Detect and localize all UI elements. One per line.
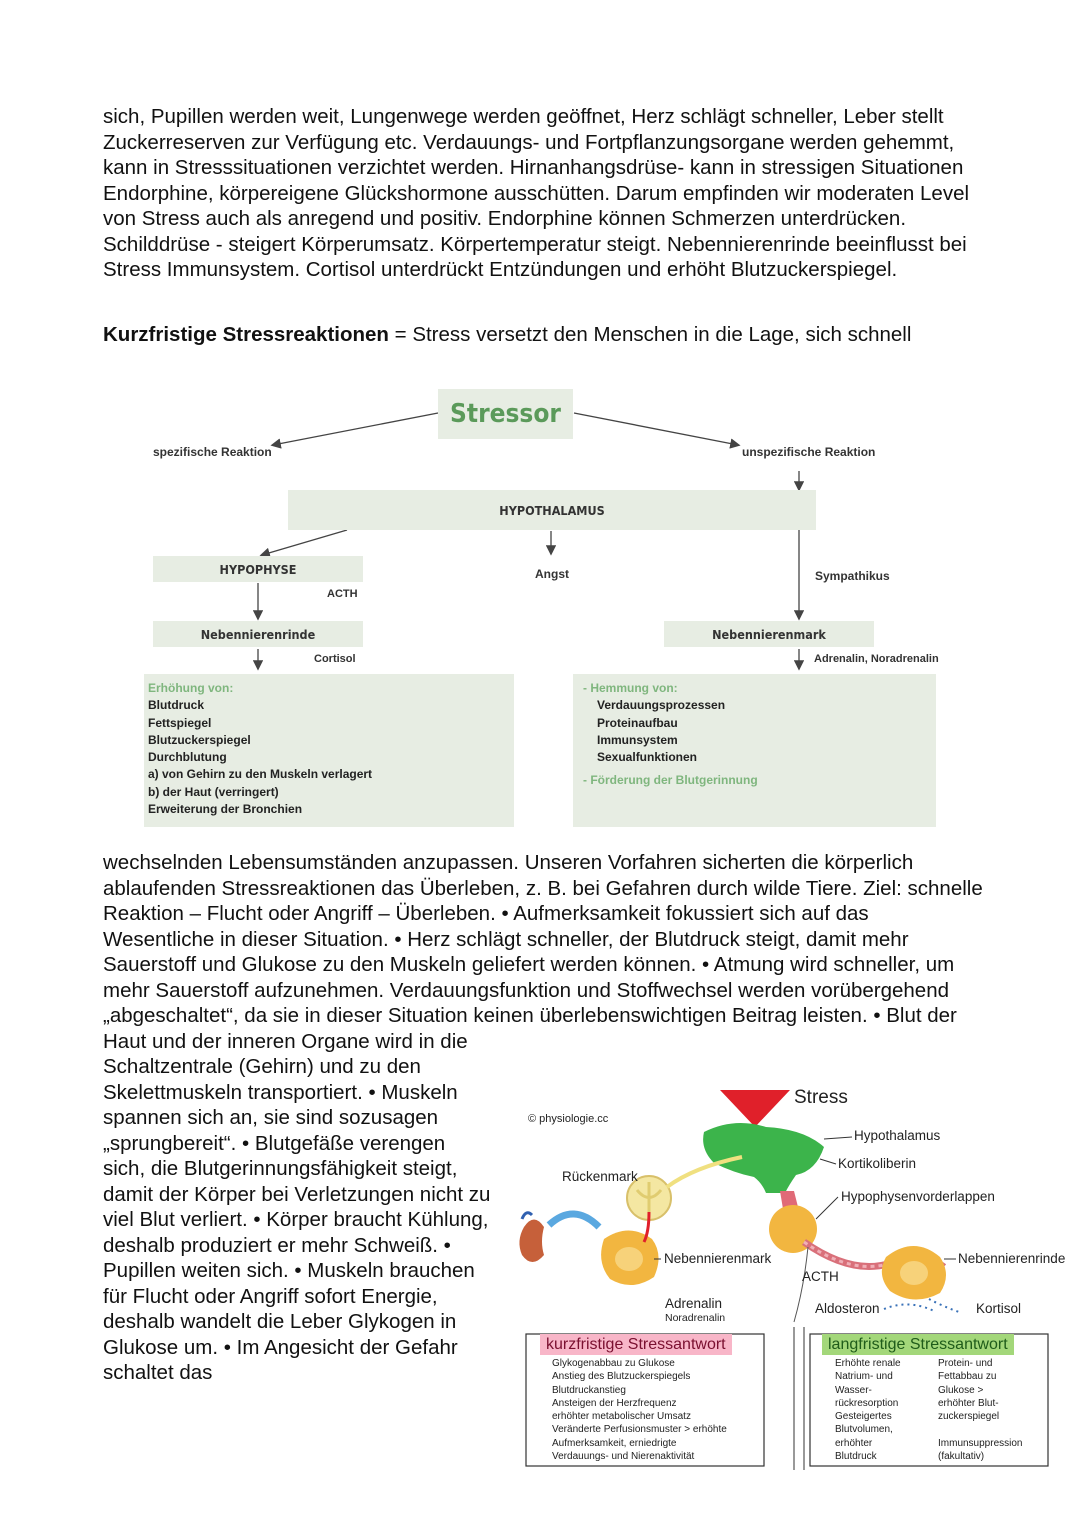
stress-label: Stress xyxy=(794,1087,848,1108)
list-item: zuckerspiegel xyxy=(938,1411,1000,1423)
cortisol-label: Cortisol xyxy=(314,653,356,665)
list-item: Sexualfunktionen xyxy=(597,750,698,765)
list-item: Glukose > xyxy=(938,1384,984,1396)
list-item: Blutdruck xyxy=(148,698,205,713)
list-item: Immunsuppression xyxy=(938,1437,1023,1449)
nebennierenmark-label: Nebennierenmark xyxy=(664,1251,772,1266)
list-item: Erweiterung der Bronchien xyxy=(148,802,303,817)
kortikoliberin-label: Kortikoliberin xyxy=(838,1156,917,1171)
increase-title: Erhöhung von: xyxy=(148,681,234,695)
hypophyse-box: HYPOPHYSE xyxy=(153,556,363,582)
hypothalamus-label: Hypothalamus xyxy=(854,1128,941,1143)
zoom-arrow xyxy=(546,1210,602,1230)
stress-pathway-diagram: Stressor spezifische Reaktion unspezifis… xyxy=(140,385,940,830)
increase-effects-box: Erhöhung von: Blutdruck Fettspiegel Blut… xyxy=(144,674,514,827)
short-term-response-header: kurzfristige Stressantwort xyxy=(540,1334,732,1355)
sympathikus-label: Sympathikus xyxy=(815,569,890,583)
list-item: Verdauungsprozessen xyxy=(597,698,726,713)
list-item: Blutvolumen, xyxy=(835,1424,893,1436)
inhibition-effects-box: - Hemmung von: Verdauungsprozessen Prote… xyxy=(573,674,936,827)
noradrenalin-label: Noradrenalin xyxy=(665,1312,726,1324)
list-item: rückresorption xyxy=(835,1397,899,1409)
long-term-effects-right-list: Protein- und Fettabbau zu Glukose > erhö… xyxy=(938,1357,1046,1463)
kidney-icon xyxy=(519,1219,544,1262)
list-item: a) von Gehirn zu den Muskeln verlagert xyxy=(148,767,373,782)
nebennierenrinde-label: Nebennierenrinde xyxy=(958,1251,1066,1266)
list-item: Immunsystem xyxy=(597,732,678,747)
list-item: (fakultativ) xyxy=(938,1451,985,1463)
list-item: Proteinaufbau xyxy=(597,715,678,730)
definition-text: = Stress versetzt den Menschen in die La… xyxy=(388,323,912,346)
list-item: Ansteigen der Herzfrequenz xyxy=(552,1397,677,1409)
list-item: Blutdruck xyxy=(835,1451,877,1463)
list-spacer xyxy=(938,1423,1046,1436)
diagram-arrows xyxy=(252,412,805,671)
stress-response-illustration: © physiologie.cc Stress Hypothalamus Kor… xyxy=(504,1087,1075,1470)
acth-label: ACTH xyxy=(327,588,358,600)
aldosteron-label: Aldosteron xyxy=(815,1301,880,1316)
list-item: Wasser- xyxy=(835,1384,872,1396)
list-item: Protein- und xyxy=(938,1358,993,1369)
angst-label: Angst xyxy=(535,567,569,581)
rueckenmark-label: Rückenmark xyxy=(562,1169,638,1184)
list-item: b) der Haut (verringert) xyxy=(148,784,279,799)
illustration-graphics xyxy=(519,1090,1049,1470)
paragraph-stress-effects: sich, Pupillen werden weit, Lungenwege w… xyxy=(103,105,970,281)
list-item: Veränderte Perfusionsmuster > erhöhte xyxy=(552,1424,727,1436)
nebennierenmark-box: Nebennierenmark xyxy=(664,621,874,647)
promotion-footer: - Förderung der Blutgerinnung xyxy=(583,773,758,788)
copyright-label: © physiologie.cc xyxy=(528,1113,609,1125)
list-item: Fettspiegel xyxy=(148,715,212,730)
list-item: erhöhter Blut- xyxy=(938,1397,999,1409)
list-item: Natrium- und xyxy=(835,1371,893,1383)
paragraph-short-term-continued: Schaltzentrale (Gehirn) und zu den Skele… xyxy=(103,1055,491,1384)
short-term-effects-list: Glykogenabbau zu Glukose Anstieg des Blu… xyxy=(552,1357,762,1463)
adrenalin-label: Adrenalin xyxy=(665,1296,723,1311)
paragraph-short-term-reactions: wechselnden Lebensumständen anzupassen. … xyxy=(103,851,983,1053)
stressor-box: Stressor xyxy=(438,389,573,439)
kortisol-label: Kortisol xyxy=(976,1301,1022,1316)
list-item: Durchblutung xyxy=(148,750,227,765)
list-item: Fettabbau zu xyxy=(938,1371,997,1383)
hypothalamus-box: HYPOTHALAMUS xyxy=(288,490,816,530)
adrenalin-label: Adrenalin, Noradrenalin xyxy=(814,653,939,665)
list-item: Anstieg des Blutzuckerspiegels xyxy=(552,1371,691,1383)
long-term-effects-left-list: Erhöhte renale Natrium- und Wasser- rück… xyxy=(835,1357,930,1463)
long-term-box-border xyxy=(809,1333,1049,1467)
list-item: erhöhter metabolischer Umsatz xyxy=(552,1411,691,1423)
term-short-term-stress: Kurzfristige Stressreaktionen xyxy=(103,323,389,346)
list-item: Gesteigertes xyxy=(835,1411,892,1423)
paragraph-short-term-intro: Kurzfristige Stressreaktionen = Stress v… xyxy=(103,322,983,348)
list-item: Verdauungs- und Nierenaktivität xyxy=(552,1451,695,1463)
short-term-box-border xyxy=(525,1333,765,1467)
stress-arrow xyxy=(720,1090,790,1127)
acth-label: ACTH xyxy=(802,1269,839,1284)
specific-reaction-label: spezifische Reaktion xyxy=(153,445,272,459)
list-item: Erhöhte renale xyxy=(835,1358,901,1369)
hypothalamus-shape xyxy=(703,1123,824,1193)
hypophysenvorderlappen-label: Hypophysenvorderlappen xyxy=(841,1189,995,1204)
list-item: Aufmerksamkeit, erniedrigte xyxy=(552,1437,677,1449)
nebennierenrinde-box: Nebennierenrinde xyxy=(153,621,363,647)
long-term-response-header: langfristige Stressantwort xyxy=(822,1334,1014,1355)
list-item: Glykogenabbau zu Glukose xyxy=(552,1358,675,1369)
inhibition-title: - Hemmung von: xyxy=(583,681,678,695)
unspecific-reaction-label: unspezifische Reaktion xyxy=(742,445,876,459)
list-item: Blutzuckerspiegel xyxy=(148,732,251,747)
list-item: erhöhter xyxy=(835,1437,873,1449)
list-item: Blutdruckanstieg xyxy=(552,1384,626,1396)
